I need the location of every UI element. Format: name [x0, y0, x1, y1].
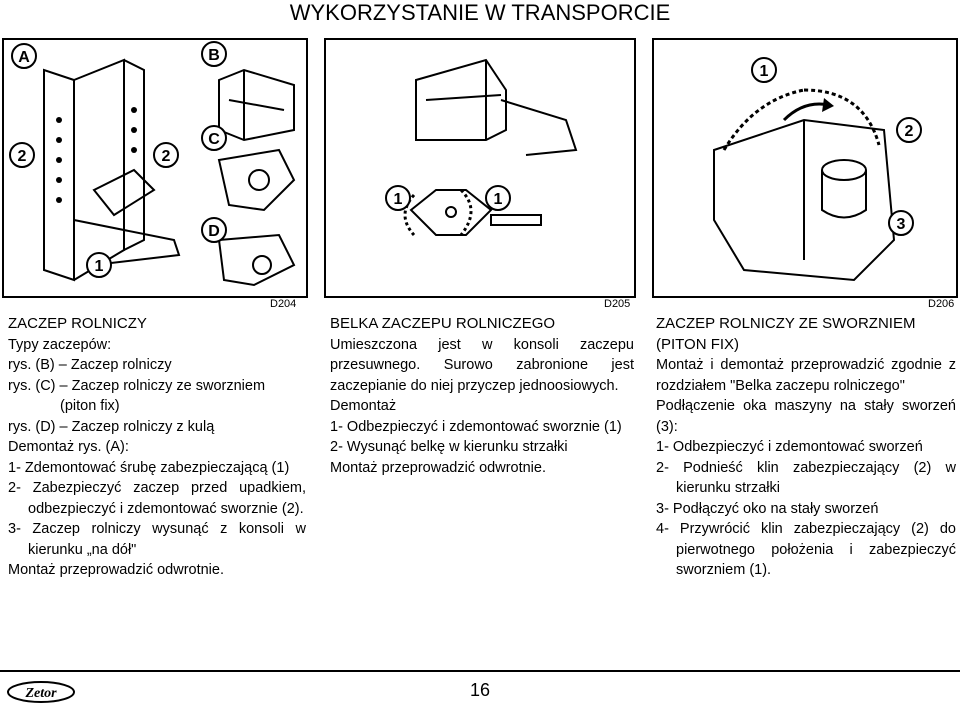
section-hitch: ZACZEP ROLNICZY Typy zaczepów: rys. (B) … [8, 314, 306, 581]
footer-rule [0, 670, 960, 672]
brand-text: Zetor [24, 686, 57, 701]
page-number: 16 [469, 680, 491, 700]
list-item: 1- Odbezpieczyć i zdemontować sworznie (… [330, 418, 622, 435]
figure-piton-fix: 1 2 3 [652, 38, 958, 298]
figure-hitch-types: A B C D 2 2 1 [2, 38, 308, 298]
text-line: rys. (C) – Zaczep rolniczy ze sworzniem [8, 377, 266, 394]
label-a: A [18, 49, 30, 66]
label-r3: 3 [897, 216, 906, 233]
list-item: 2- Podnieść klin zabezpieczający (2) w k… [656, 459, 956, 497]
text-line: Demontaż rys. (A): [8, 439, 129, 455]
list-item: 3- Podłączyć oko na stały sworzeń [656, 500, 879, 517]
figure-code-d204: D204 [270, 298, 297, 310]
text-line: Typy zaczepów: [8, 336, 112, 353]
text-paragraph: Umieszczona jest w konsoli zaczepu przes… [330, 336, 634, 394]
label-1: 1 [95, 258, 104, 275]
label-r1: 1 [760, 63, 769, 80]
list-item: 2- Wysunąć belkę w kierunku strzałki [330, 439, 568, 455]
page-title: WYKORZYSTANIE W TRANSPORCIE [289, 0, 671, 25]
section-piton-fix: ZACZEP ROLNICZY ZE SWORZNIEM (PITON FIX)… [656, 314, 956, 581]
zetor-logo: Zetor [6, 680, 76, 704]
list-item: 1- Zdemontować śrubę zabezpieczającą (1) [8, 459, 290, 476]
list-item: 4- Przywrócić klin zabezpieczający (2) d… [656, 521, 956, 578]
section-heading: BELKA ZACZEPU ROLNICZEGO [330, 315, 556, 332]
section-heading: ZACZEP ROLNICZY [8, 315, 147, 332]
label-1b: 1 [494, 191, 503, 208]
label-b: B [208, 47, 220, 64]
label-d: D [208, 223, 220, 240]
text-line: rys. (D) – Zaczep rolniczy z kulą [8, 418, 215, 435]
list-item: 3- Zaczep rolniczy wysunąć z konsoli w k… [8, 521, 306, 558]
section-drawbar: BELKA ZACZEPU ROLNICZEGO Umieszczona jes… [330, 314, 634, 478]
figure-code-d206: D206 [928, 298, 955, 310]
label-1a: 1 [394, 191, 403, 208]
label-2a: 2 [18, 148, 27, 165]
label-2b: 2 [162, 148, 171, 165]
text-paragraph: Podłączenie oka maszyny na stały sworzeń… [656, 398, 956, 435]
text-line: Demontaż [330, 398, 397, 414]
list-item: 1- Odbezpieczyć i zdemontować sworzeń [656, 439, 923, 455]
text-line: Montaż przeprowadzić odwrotnie. [330, 459, 546, 476]
text-paragraph: Montaż i demontaż przeprowadzić zgodnie … [656, 357, 956, 394]
list-item: 2- Zabezpieczyć zaczep przed upadkiem, o… [8, 480, 306, 517]
figure-code-d205: D205 [604, 298, 631, 310]
text-line: rys. (B) – Zaczep rolniczy [8, 357, 172, 373]
section-heading: ZACZEP ROLNICZY ZE SWORZNIEM (PITON FIX) [656, 315, 916, 353]
label-c: C [208, 131, 220, 148]
text-line: Montaż przeprowadzić odwrotnie. [8, 562, 224, 578]
figure-drawbar: 1 1 [324, 38, 636, 298]
label-r2: 2 [905, 123, 914, 140]
text-line: (piton fix) [60, 398, 120, 414]
